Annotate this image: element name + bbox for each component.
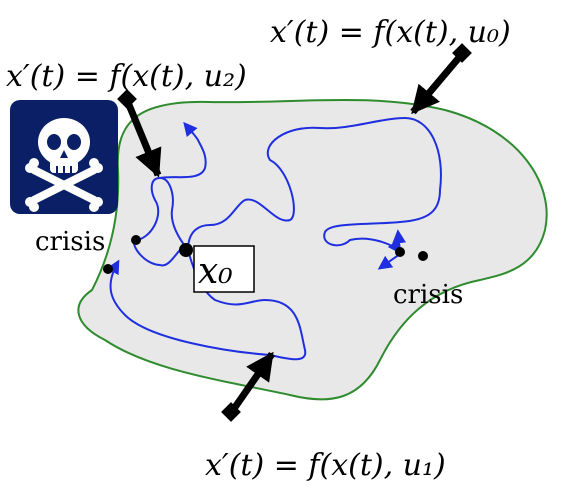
- control-arrow-u0: [410, 43, 472, 115]
- skull-and-crossbones-icon: [10, 100, 118, 214]
- viability-region: [77, 98, 548, 401]
- crisis-point-left-upper: [131, 235, 141, 245]
- trajectory-u0: [187, 116, 442, 255]
- crisis-point-right-b: [418, 251, 428, 261]
- control-arrow-u1: [221, 351, 275, 422]
- equation-u2: x′(t) = f(x(t), u₂): [6, 59, 247, 94]
- crisis-label-left: crisis: [35, 227, 105, 257]
- trajectory-u2: [133, 124, 207, 267]
- crisis-point-right-a: [395, 247, 405, 257]
- equation-u1: x′(t) = f(x(t), u₁): [205, 448, 446, 483]
- crisis-point-left-lower: [103, 264, 113, 274]
- initial-state-box: [193, 245, 255, 293]
- control-arrow-u2: [117, 89, 162, 178]
- trajectory-u1: [106, 249, 307, 361]
- trajectory-crisis-arrow-b: [377, 253, 401, 270]
- initial-state-label: x₀: [198, 251, 233, 292]
- crisis-label-right: crisis: [393, 280, 463, 310]
- initial-state-point: [179, 243, 193, 257]
- equation-u0: x′(t) = f(x(t), u₀): [270, 15, 511, 50]
